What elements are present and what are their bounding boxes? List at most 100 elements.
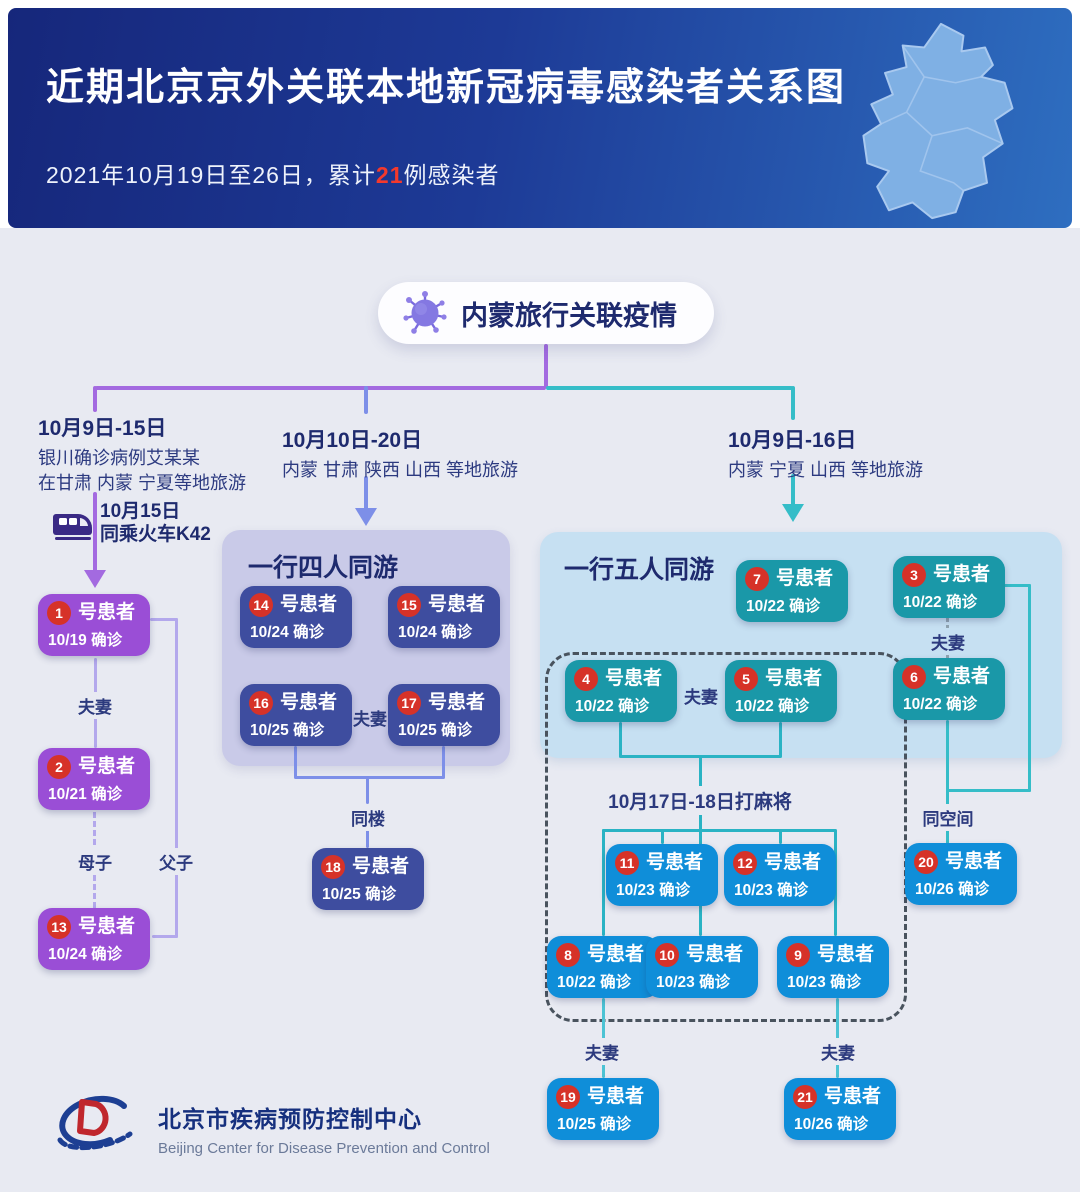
edge-label-same-space: 同空间	[917, 804, 979, 831]
patient-3-date: 10/22 确诊	[903, 594, 978, 611]
patient-20-date: 10/26 确诊	[915, 881, 990, 898]
branch-right-note: 10月9日-16日 内蒙 宁夏 山西 等地旅游	[728, 424, 923, 483]
edge-p16-down	[294, 746, 297, 778]
edge-label-spouse-3-6: 夫妻	[926, 628, 970, 655]
patient-4-suffix: 号患者	[605, 668, 663, 689]
patient-14-suffix: 号患者	[280, 594, 338, 615]
middle-arrowhead-icon	[355, 508, 377, 526]
patient-11-suffix: 号患者	[646, 852, 704, 873]
patient-15-suffix: 号患者	[428, 594, 486, 615]
patient-node-18: 18 号患者 10/25 确诊	[312, 848, 424, 910]
patient-node-13: 13 号患者 10/24 确诊	[38, 908, 150, 970]
train-icon	[53, 514, 92, 540]
patient-node-2: 2 号患者 10/21 确诊	[38, 748, 150, 810]
edge-p5-down	[779, 722, 782, 757]
edge-16-17-bracket	[294, 776, 445, 779]
patient-13-suffix: 号患者	[78, 916, 136, 937]
branch-middle-note: 10月10日-20日 内蒙 甘肃 陕西 山西 等地旅游	[282, 424, 518, 483]
patient-node-21: 21 号患者 10/26 确诊	[784, 1078, 896, 1140]
patient-19-date: 10/25 确诊	[557, 1116, 632, 1133]
branch-bus-teal	[546, 386, 793, 390]
patient-8-date: 10/22 确诊	[557, 974, 632, 991]
footer-org-en: Beijing Center for Disease Prevention an…	[158, 1140, 490, 1157]
edge-label-spouse-8-19: 夫妻	[580, 1038, 624, 1065]
branch-drop-left	[93, 386, 97, 412]
case-count: 21	[375, 162, 404, 188]
patient-1-date: 10/19 确诊	[48, 632, 123, 649]
edge-p3-elbow-vertical	[1028, 584, 1031, 792]
edge-drop-p12	[779, 829, 782, 844]
patient-20-badge: 20	[914, 850, 938, 874]
patient-14-date: 10/24 确诊	[250, 624, 325, 641]
patient-17-badge: 17	[397, 691, 421, 715]
patient-15-badge: 15	[397, 593, 421, 617]
left-arrow-shaft	[93, 492, 97, 572]
branch-bus-purple	[95, 386, 546, 390]
patient-16-suffix: 号患者	[280, 692, 338, 713]
subtitle-date-range: 2021年10月19日至26日，累计	[46, 162, 376, 188]
edge-label-mother-son: 母子	[73, 848, 117, 875]
group-label-five: 一行五人同游	[564, 556, 715, 584]
beijing-map-icon	[862, 22, 1014, 220]
patient-12-badge: 12	[733, 851, 757, 875]
cdc-logo	[57, 1095, 133, 1151]
edge-label-spouse-16-17: 夫妻	[348, 704, 392, 731]
patient-13-badge: 13	[47, 915, 71, 939]
edge-p1-p13-elbow-bottom	[152, 935, 178, 938]
patient-10-badge: 10	[655, 943, 679, 967]
train-note-text: 同乘火车K42	[100, 524, 211, 545]
train-note-date: 10月15日	[100, 501, 181, 522]
patient-2-date: 10/21 确诊	[48, 786, 123, 803]
branch-left-line1: 银川确诊病例艾某某	[38, 448, 200, 468]
patient-14-badge: 14	[249, 593, 273, 617]
patient-2-badge: 2	[47, 755, 71, 779]
edge-label-mahjong: 10月17日-18日打麻将	[603, 786, 797, 815]
branch-left-date: 10月9日-15日	[38, 417, 167, 440]
patient-7-date: 10/22 确诊	[746, 598, 821, 615]
branch-drop-middle	[364, 386, 368, 414]
patient-18-date: 10/25 确诊	[322, 886, 397, 903]
edge-p1-p13-elbow-top	[150, 618, 178, 621]
patient-3-suffix: 号患者	[933, 564, 991, 585]
middle-arrow-shaft	[364, 476, 368, 510]
patient-16-badge: 16	[249, 691, 273, 715]
patient-5-badge: 5	[734, 667, 758, 691]
root-node-label: 内蒙旅行关联疫情	[461, 300, 677, 331]
edge-label-same-building: 同楼	[346, 804, 390, 831]
patient-13-date: 10/24 确诊	[48, 946, 123, 963]
patient-21-date: 10/26 确诊	[794, 1116, 869, 1133]
patient-12-date: 10/23 确诊	[734, 882, 809, 899]
patient-2-suffix: 号患者	[78, 756, 136, 777]
patient-node-7: 7 号患者 10/22 确诊	[736, 560, 848, 622]
patient-9-badge: 9	[786, 943, 810, 967]
virus-icon	[403, 291, 447, 334]
edge-bracket-to-label	[366, 776, 369, 804]
branch-right-line1: 内蒙 宁夏 山西 等地旅游	[728, 460, 924, 480]
patient-18-suffix: 号患者	[352, 856, 410, 877]
edge-label-to-p18	[366, 826, 369, 848]
patient-20-suffix: 号患者	[945, 851, 1003, 872]
patient-7-suffix: 号患者	[776, 568, 834, 589]
patient-6-suffix: 号患者	[933, 666, 991, 687]
patient-18-badge: 18	[321, 855, 345, 879]
edge-label-spouse-4-5: 夫妻	[679, 682, 723, 709]
branch-left-note: 10月9日-15日 银川确诊病例艾某某 在甘肃 内蒙 宁夏等地旅游	[38, 412, 246, 496]
footer-org: 北京市疾病预防控制中心 Beijing Center for Disease P…	[158, 1100, 490, 1157]
patient-21-suffix: 号患者	[824, 1086, 882, 1107]
patient-5-suffix: 号患者	[765, 668, 823, 689]
patient-12-suffix: 号患者	[764, 852, 822, 873]
patient-10-suffix: 号患者	[686, 944, 744, 965]
patient-21-badge: 21	[793, 1085, 817, 1109]
patient-7-badge: 7	[745, 567, 769, 591]
edge-label-spouse-1-2: 夫妻	[73, 692, 117, 719]
root-drop-line	[544, 344, 548, 388]
edge-p3-elbow-top	[1001, 584, 1031, 587]
header-banner: 近期北京京外关联本地新冠病毒感染者关系图 2021年10月19日至26日，累计2…	[8, 8, 1072, 228]
